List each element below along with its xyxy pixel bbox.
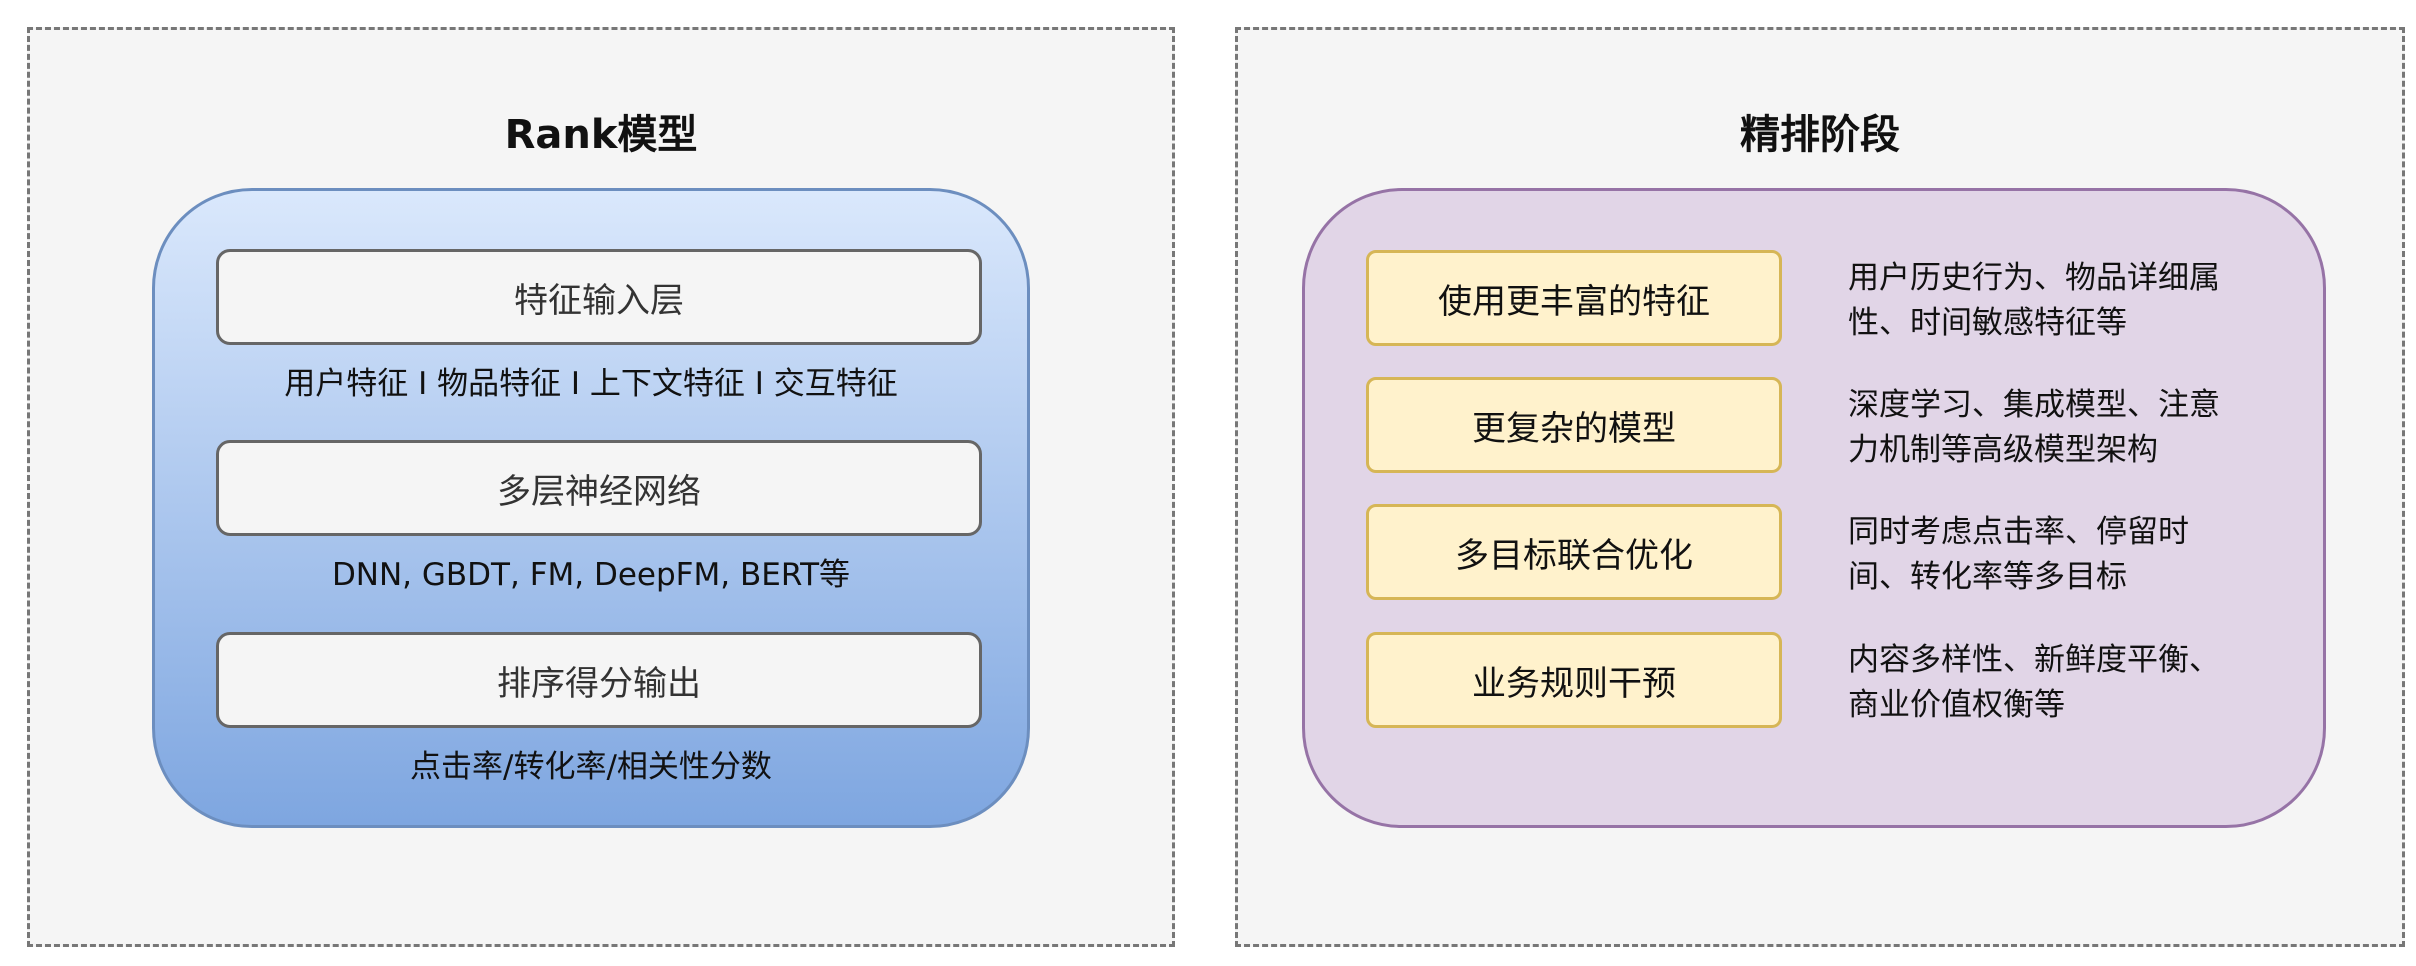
richer-features-desc-line1: 用户历史行为、物品详细属 — [1848, 260, 2220, 296]
multi-objective-desc-line2: 间、转化率等多目标 — [1848, 559, 2127, 595]
business-rules-description: 内容多样性、新鲜度平衡、 商业价值权衡等 — [1848, 638, 2308, 728]
rank-model-title: Rank模型 — [504, 112, 698, 158]
feature-input-layer-caption: 用户特征 I 物品特征 I 上下文特征 I 交互特征 — [284, 366, 898, 402]
complex-model-description: 深度学习、集成模型、注意 力机制等高级模型架构 — [1848, 383, 2308, 473]
complex-model-box: 更复杂的模型 — [1366, 377, 1782, 473]
business-rules-desc-line1: 内容多样性、新鲜度平衡、 — [1848, 642, 2220, 678]
complex-model-desc-line1: 深度学习、集成模型、注意 — [1848, 387, 2220, 423]
richer-features-desc-line2: 性、时间敏感特征等 — [1848, 305, 2127, 341]
richer-features-box: 使用更丰富的特征 — [1366, 250, 1782, 346]
multi-objective-box: 多目标联合优化 — [1366, 504, 1782, 600]
complex-model-desc-line2: 力机制等高级模型架构 — [1848, 432, 2158, 468]
feature-input-layer-box: 特征输入层 — [216, 249, 982, 345]
score-output-layer-box: 排序得分输出 — [216, 632, 982, 728]
score-output-layer-caption: 点击率/转化率/相关性分数 — [410, 749, 772, 785]
multi-objective-description: 同时考虑点击率、停留时 间、转化率等多目标 — [1848, 510, 2308, 600]
neural-network-layer-box: 多层神经网络 — [216, 440, 982, 536]
fine-rank-stage-title: 精排阶段 — [1740, 112, 1900, 158]
business-rules-box: 业务规则干预 — [1366, 632, 1782, 728]
multi-objective-desc-line1: 同时考虑点击率、停留时 — [1848, 514, 2189, 550]
neural-network-layer-caption: DNN, GBDT, FM, DeepFM, BERT等 — [331, 557, 851, 593]
rank-model-panel: Rank模型 特征输入层 用户特征 I 物品特征 I 上下文特征 I 交互特征 … — [27, 27, 1175, 947]
business-rules-desc-line2: 商业价值权衡等 — [1848, 687, 2065, 723]
richer-features-description: 用户历史行为、物品详细属 性、时间敏感特征等 — [1848, 256, 2308, 346]
fine-rank-stage-panel: 精排阶段 使用更丰富的特征 用户历史行为、物品详细属 性、时间敏感特征等 更复杂… — [1235, 27, 2405, 947]
